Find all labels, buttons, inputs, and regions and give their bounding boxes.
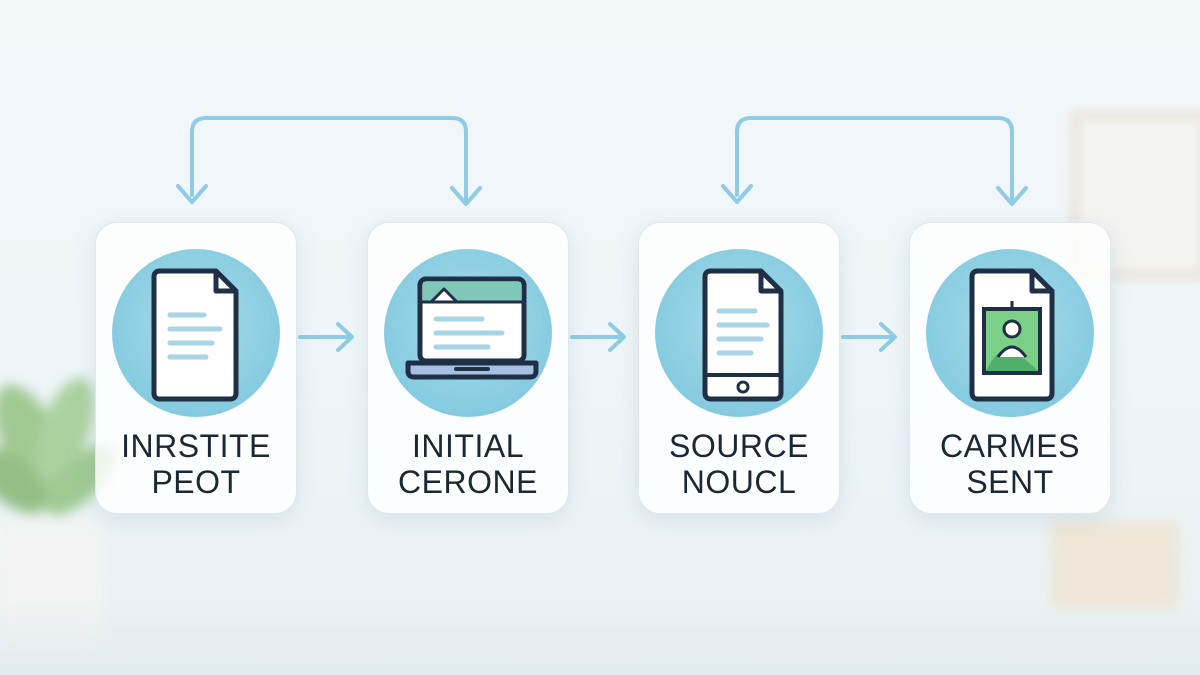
step-label: INITIAL CERONE <box>368 428 568 500</box>
step-label: INRSTITE PEOT <box>96 428 296 500</box>
step-label-line1: SOURCE <box>669 428 809 464</box>
loop-arrow-2 <box>735 116 1014 202</box>
step-card-2: INITIAL CERONE <box>367 222 569 514</box>
loop-arrow-2-head-left <box>721 184 753 204</box>
laptop-icon <box>405 276 539 380</box>
loop-arrow-2-head-right <box>996 186 1028 206</box>
step-label: SOURCE NOUCL <box>639 428 839 500</box>
step-label: CARMES SENT <box>910 428 1110 500</box>
background-floor <box>0 600 1200 675</box>
arrow-2-3-head <box>608 322 626 352</box>
arrow-1-2-head <box>336 322 354 352</box>
step-card-1: INRSTITE PEOT <box>95 222 297 514</box>
step-label-line2: PEOT <box>151 464 241 500</box>
step-label-line1: INITIAL <box>412 428 524 464</box>
arrow-3-4-head <box>879 322 897 352</box>
document-icon <box>151 268 239 402</box>
step-label-line2: CERONE <box>398 464 538 500</box>
loop-arrow-1 <box>190 116 468 202</box>
photo-document-icon <box>969 268 1055 402</box>
step-label-line2: NOUCL <box>681 464 797 500</box>
tablet-icon <box>702 268 784 402</box>
step-card-3: SOURCE NOUCL <box>638 222 840 514</box>
step-label-line1: CARMES <box>940 428 1080 464</box>
background-box <box>1050 520 1180 610</box>
loop-arrow-1-head-right <box>450 186 482 206</box>
loop-arrow-1-head-left <box>176 184 208 204</box>
step-label-line1: INRSTITE <box>121 428 271 464</box>
step-card-4: CARMES SENT <box>909 222 1111 514</box>
step-label-line2: SENT <box>966 464 1054 500</box>
